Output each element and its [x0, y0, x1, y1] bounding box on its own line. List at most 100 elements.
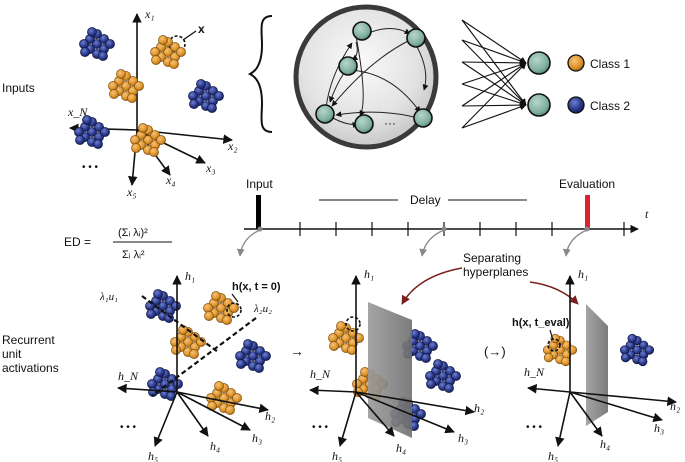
panel3-dots: • • • [526, 422, 543, 433]
axis-hN [309, 385, 357, 396]
readout-edge [461, 19, 527, 64]
reservoir-nodes [315, 21, 433, 134]
transition-arrow: → [290, 343, 304, 359]
panel1-label-hN: h_N [118, 369, 139, 383]
axis-h3 [355, 391, 455, 434]
class2-sample [426, 379, 436, 389]
class2-cluster [619, 333, 655, 367]
class1-sample [211, 291, 221, 301]
class2-sample [80, 47, 90, 57]
connector-dot [441, 226, 447, 232]
readout-connections [461, 19, 527, 129]
class2-cluster [425, 359, 461, 393]
edge [331, 39, 411, 107]
class1-cluster [542, 333, 578, 367]
legend-class2-swatch [567, 96, 585, 114]
label-x4: x₄ [165, 173, 176, 187]
transition-arrow-parenthesized: (→) [484, 344, 506, 359]
class2-sample [620, 352, 631, 363]
class2-sample [93, 139, 103, 149]
readout-edge [461, 101, 527, 109]
activation-axes-1 [117, 275, 269, 447]
reservoir-node [406, 28, 426, 48]
axis-h3 [569, 391, 663, 423]
timeline-evaluation-label: Evaluation [559, 177, 615, 191]
hyperplane-label-2: hyperplanes [463, 265, 528, 279]
class1-cluster [170, 325, 206, 359]
trajectory-highlight [345, 316, 361, 332]
class2-sample [164, 313, 174, 323]
class1-sample [189, 349, 199, 359]
label-x5: x₅ [126, 185, 137, 199]
h-t0-highlight [226, 302, 242, 318]
axis-h3 [176, 391, 251, 431]
class1-sample [196, 337, 206, 347]
row-label-recurrent: Recurrent [2, 333, 55, 347]
class1-sample [561, 356, 571, 367]
label-x3: x₃ [205, 161, 216, 175]
class1-sample [134, 81, 144, 91]
class1-sample [131, 143, 141, 153]
class1-sample [216, 303, 226, 313]
readout-edge [461, 61, 527, 85]
panel2-label-h5: h₅ [332, 449, 342, 462]
class1-sample [329, 341, 339, 351]
hyperplane-arrow-right [529, 281, 579, 305]
class2-cluster [235, 339, 271, 373]
class1-sample [149, 147, 159, 157]
class2-sample [155, 367, 165, 377]
axis-h2 [176, 391, 269, 414]
axis-h5 [153, 391, 178, 447]
panel2-label-h4: h₄ [396, 441, 406, 455]
class2-sample [451, 371, 461, 381]
class1-sample [127, 93, 137, 103]
class2-sample [100, 127, 110, 137]
edge [325, 42, 353, 109]
class2-sample [415, 341, 425, 351]
class1-sample [336, 321, 346, 331]
hyperplane-label-1: Separating [463, 251, 521, 265]
reservoir-node [315, 104, 335, 124]
class2-sample [87, 127, 97, 137]
panel3-label-h2: h₂ [670, 399, 680, 413]
panel1-label-h1: h₁ [185, 269, 195, 283]
class1-sample [176, 47, 186, 57]
h-teval-pointer [549, 329, 554, 341]
edge [335, 111, 419, 119]
class2-sample [196, 79, 206, 89]
row-label-inputs: Inputs [2, 81, 35, 95]
timeline-delay-label: Delay [410, 193, 441, 207]
class2-sample [92, 39, 102, 49]
h-teval-highlight [547, 338, 561, 352]
axis-h5 [555, 391, 571, 447]
class1-sample [204, 311, 214, 321]
connector-dot [584, 226, 590, 232]
class2-sample [75, 135, 85, 145]
connector-eval [562, 229, 588, 257]
class2-sample [173, 379, 183, 389]
class1-sample [158, 35, 168, 45]
label-xN: x_N [67, 105, 88, 119]
panel3-label-h5: h₅ [548, 449, 558, 462]
class2-sample [438, 371, 448, 381]
class1-sample [116, 69, 126, 79]
panel1-label-h2: h₂ [265, 409, 275, 423]
class1-sample [109, 89, 119, 99]
input-brace [247, 15, 273, 133]
class1-sample [121, 81, 131, 91]
class2-cluster [145, 289, 181, 323]
readout-edge [461, 61, 527, 106]
panel2-label-h2: h₂ [474, 401, 484, 415]
readout-edge [461, 103, 527, 129]
class2-sample [644, 345, 655, 355]
readout-edge [461, 83, 527, 107]
class2-sample [248, 351, 258, 361]
panel1-label-h3: h₃ [252, 431, 262, 445]
panel1-label-h5: h₅ [148, 449, 158, 462]
class2-sample [171, 301, 181, 311]
class1-sample [143, 135, 153, 145]
class1-sample [214, 381, 224, 391]
class2-sample [428, 341, 438, 351]
